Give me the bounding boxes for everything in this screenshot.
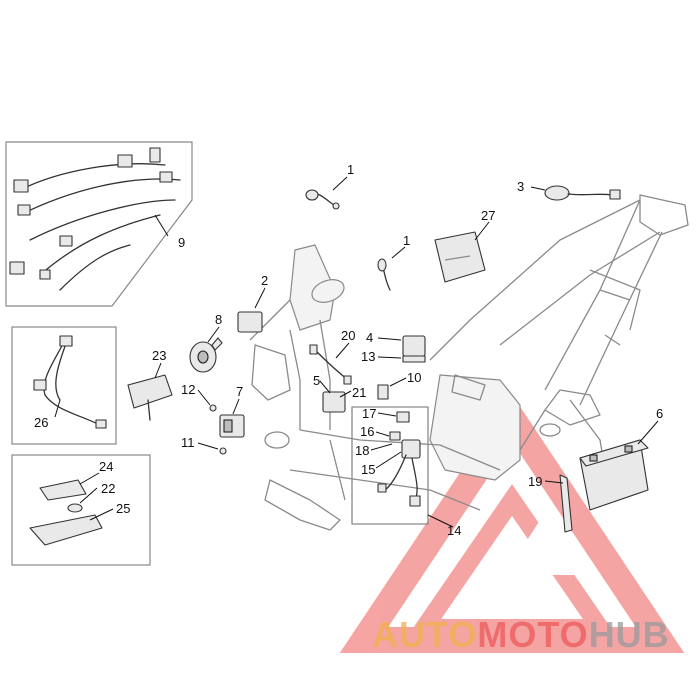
watermark-part-hub: HUB (589, 614, 670, 655)
callout-26: 26 (34, 415, 48, 430)
nut-11 (219, 447, 227, 455)
watermark-logo (339, 394, 685, 653)
callout-5: 5 (313, 373, 320, 388)
svg-text:AUTOMOTOHUB: AUTOMOTOHUB (372, 614, 670, 655)
callout-1b: 1 (403, 233, 410, 248)
callout-11: 11 (181, 435, 195, 450)
leader-lines (54, 176, 659, 528)
strap-19 (559, 474, 573, 533)
callout-9: 9 (178, 235, 185, 250)
bracket-panel (11, 454, 151, 566)
relay-4-13 (402, 335, 426, 363)
callout-20: 20 (341, 328, 355, 343)
wiring-harness-panel (5, 141, 193, 307)
callout-27: 27 (481, 208, 495, 223)
callout-10: 10 (407, 370, 421, 385)
callout-17: 17 (362, 406, 376, 421)
coil-7 (219, 414, 245, 438)
callout-18: 18 (355, 443, 369, 458)
callout-15: 15 (361, 462, 375, 477)
screw-12 (209, 404, 217, 412)
callout-3: 3 (517, 179, 524, 194)
callout-21: 21 (352, 385, 366, 400)
watermark-part-moto: MOTO (477, 614, 588, 655)
stand-switch-3 (544, 185, 621, 201)
callout-4: 4 (366, 330, 373, 345)
connector-10 (377, 384, 389, 400)
rectifier-23 (127, 374, 173, 421)
watermark-part-auto: AUTO (372, 614, 477, 655)
flasher-5-21 (322, 391, 346, 413)
battery-6 (579, 439, 649, 511)
callout-24: 24 (99, 459, 113, 474)
sensor-20 (309, 344, 352, 385)
callout-14: 14 (447, 523, 461, 538)
callout-labels: 1 1 2 3 4 5 6 7 8 9 10 11 12 13 14 15 16… (34, 162, 663, 538)
callout-7: 7 (236, 384, 243, 399)
callout-6: 6 (656, 406, 663, 421)
document-bag-27 (434, 231, 486, 283)
callout-8: 8 (215, 312, 222, 327)
scooter-frame (249, 194, 689, 531)
callout-25: 25 (116, 501, 130, 516)
callout-12: 12 (181, 382, 195, 397)
sensor-1a (305, 189, 340, 210)
callout-19: 19 (528, 474, 542, 489)
sensor-1b (377, 258, 391, 291)
watermark-text: AUTOMOTOHUB (372, 614, 670, 655)
relay-2 (237, 311, 263, 333)
sub-harness-panel (11, 326, 117, 445)
fuse-holder-box (351, 406, 429, 525)
callout-2: 2 (261, 273, 268, 288)
callout-23: 23 (152, 348, 166, 363)
callout-1a: 1 (347, 162, 354, 177)
callout-22: 22 (101, 481, 115, 496)
horn-8 (189, 337, 223, 373)
callout-13: 13 (361, 349, 375, 364)
callout-16: 16 (360, 424, 374, 439)
